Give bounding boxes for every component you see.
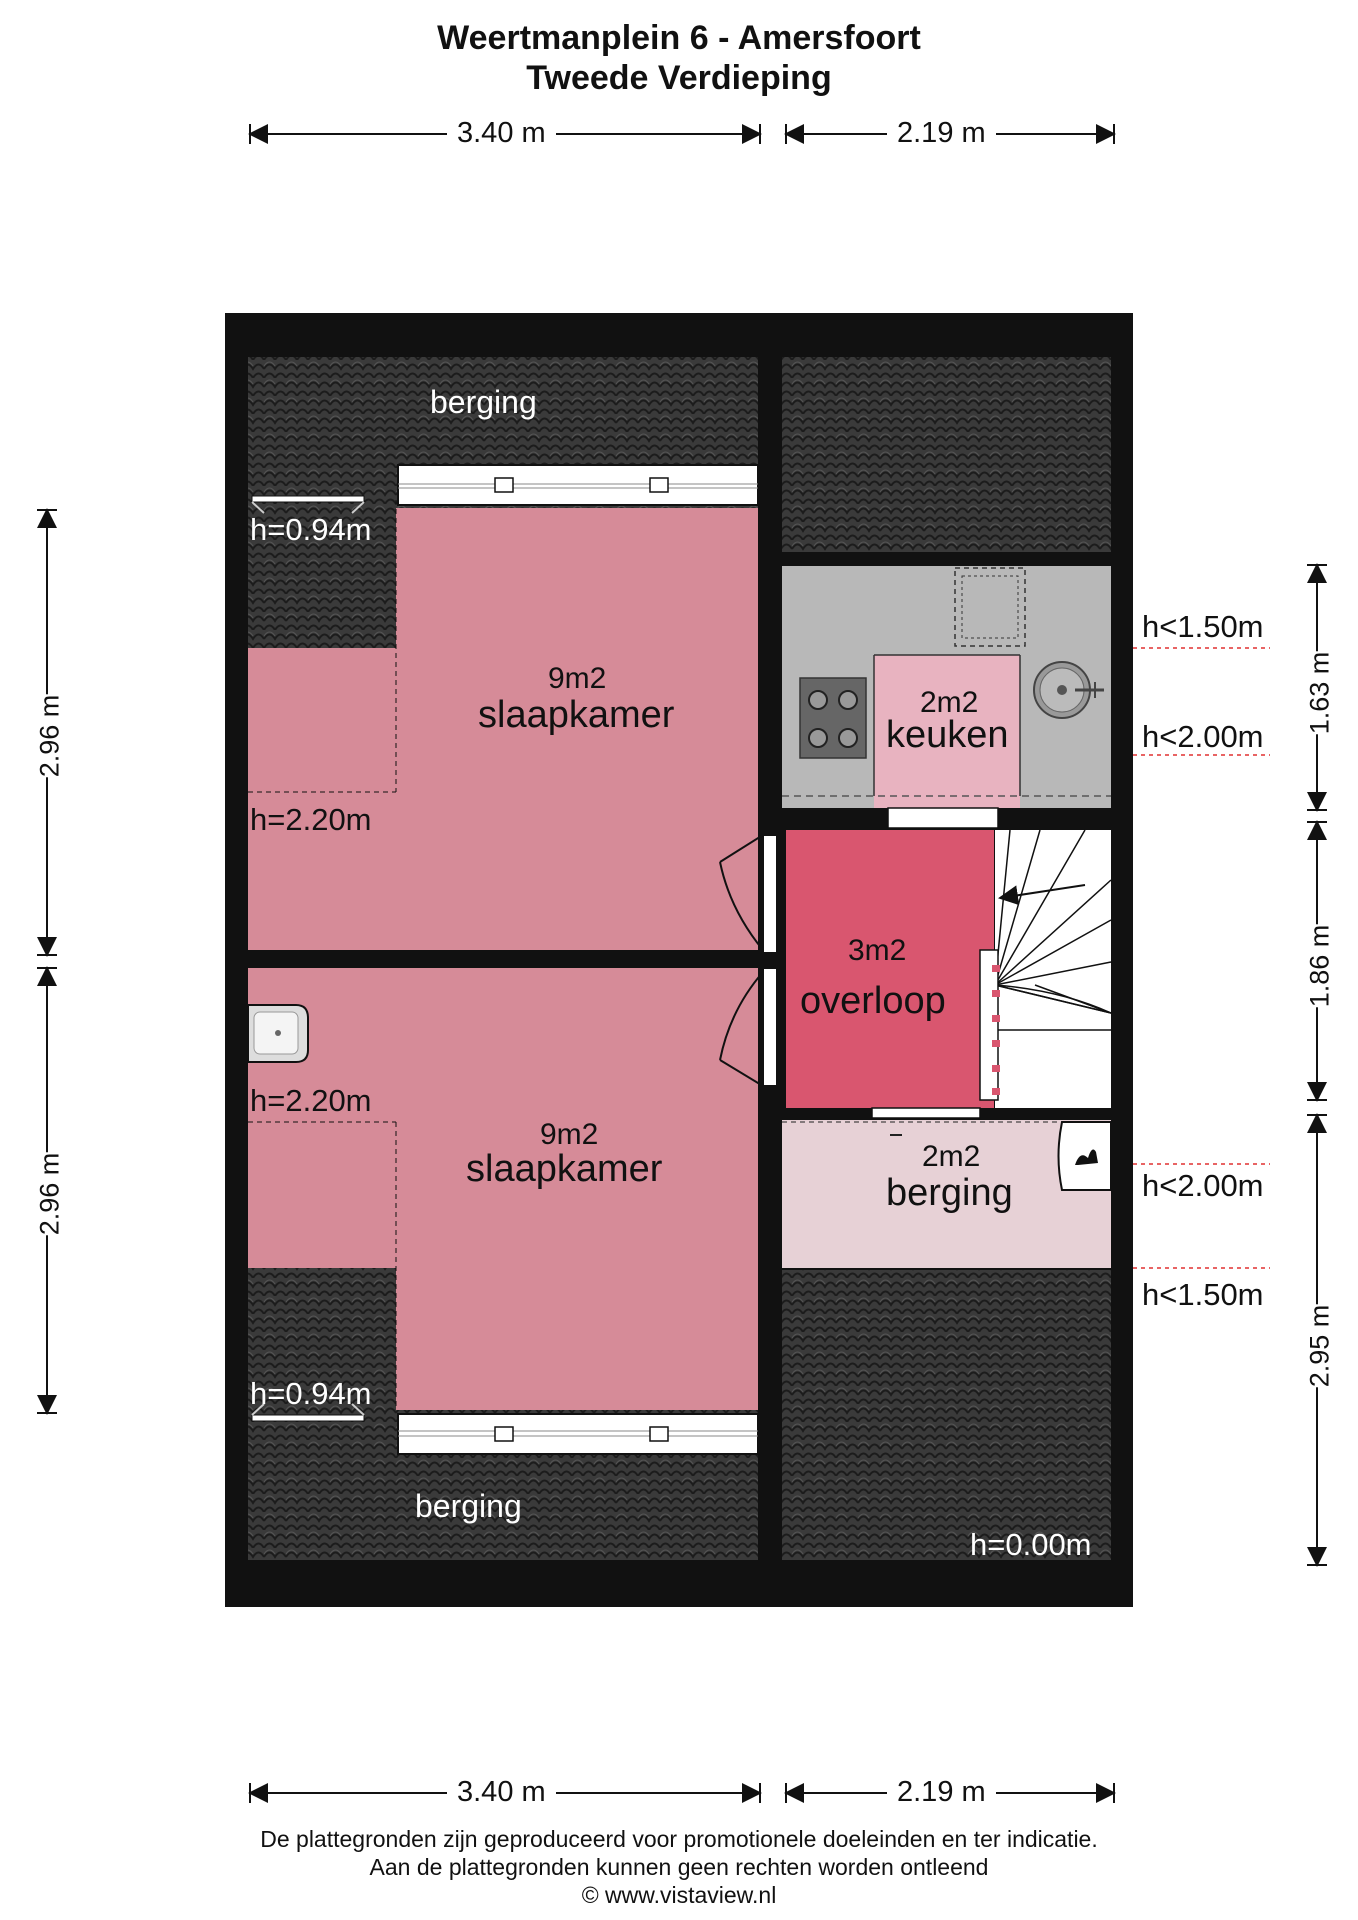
dim-left-lower: 2.96 m [28, 1152, 71, 1236]
keuken-label: keuken [886, 714, 1009, 756]
berging-top-label: berging [430, 384, 537, 420]
roof-tiles-bottom-right [782, 1270, 1111, 1560]
keuken-area: 2m2 [920, 686, 979, 719]
dim-top-right: 2.19 m [887, 116, 996, 150]
dim-right-2: 1.86 m [1298, 924, 1341, 1008]
berging-bottom-label: berging [415, 1488, 522, 1524]
bedroom-doors [719, 834, 778, 1087]
height-label: h=0.00m [970, 1527, 1092, 1562]
height-label: h<2.00m [1142, 1168, 1264, 1203]
height-label: h<2.00m [1142, 719, 1264, 754]
slaapkamer-1-label: slaapkamer [478, 694, 675, 736]
slaapkamer-1-floor [248, 508, 758, 950]
dim-top-left: 3.40 m [447, 116, 556, 150]
dim-right-3: 2.95 m [1298, 1304, 1341, 1388]
footer-disclaimer-1: De plattegronden zijn geproduceerd voor … [260, 1826, 1098, 1852]
footer-disclaimer-2: Aan de plattegronden kunnen geen rechten… [369, 1854, 989, 1880]
slaapkamer-1-area: 9m2 [548, 662, 607, 695]
height-label: h<1.50m [1142, 609, 1264, 644]
keuken-door-opening [887, 807, 999, 829]
slaapkamer-2-label: slaapkamer [466, 1148, 663, 1190]
height-label: h=0.94m [250, 1376, 372, 1411]
dim-bottom-right: 2.19 m [887, 1775, 996, 1809]
height-label: h=2.20m [250, 1083, 372, 1118]
height-label: h=2.20m [250, 802, 372, 837]
height-label: h<1.50m [1142, 1277, 1264, 1312]
slaapkamer-2-area: 9m2 [540, 1118, 599, 1151]
staircase-icon [994, 829, 1112, 1031]
skylight-icon [954, 567, 1026, 647]
sink-icon [1033, 661, 1104, 719]
footer-copyright: © www.vistaview.nl [581, 1882, 777, 1908]
overloop-floor [786, 830, 994, 1108]
keuken-floor [874, 655, 1020, 808]
stair-railing [979, 949, 999, 1101]
dim-right-1: 1.63 m [1298, 651, 1341, 735]
berging-mid-area: 2m2 [922, 1140, 981, 1173]
slaapkamer-2-floor [248, 968, 758, 1410]
berging-mid-floor [782, 1120, 1111, 1268]
slaapkamer-1-window [397, 464, 759, 506]
staircase [995, 830, 1111, 1108]
dim-left-upper: 2.96 m [28, 694, 71, 778]
berging-mid-label: berging [886, 1172, 1013, 1214]
overloop-area: 3m2 [848, 934, 907, 967]
slaapkamer-2-window [397, 1413, 759, 1455]
floor-subtitle: Tweede Verdieping [526, 59, 832, 97]
dim-bottom-left: 3.40 m [447, 1775, 556, 1809]
roof-tiles-top-right [782, 357, 1111, 552]
boiler-icon [1057, 1121, 1112, 1191]
plan-title: Weertmanplein 6 - Amersfoort [437, 19, 921, 57]
height-label: h=0.94m [250, 512, 372, 547]
stove-icon [799, 677, 867, 759]
overloop-label: overloop [800, 980, 946, 1022]
